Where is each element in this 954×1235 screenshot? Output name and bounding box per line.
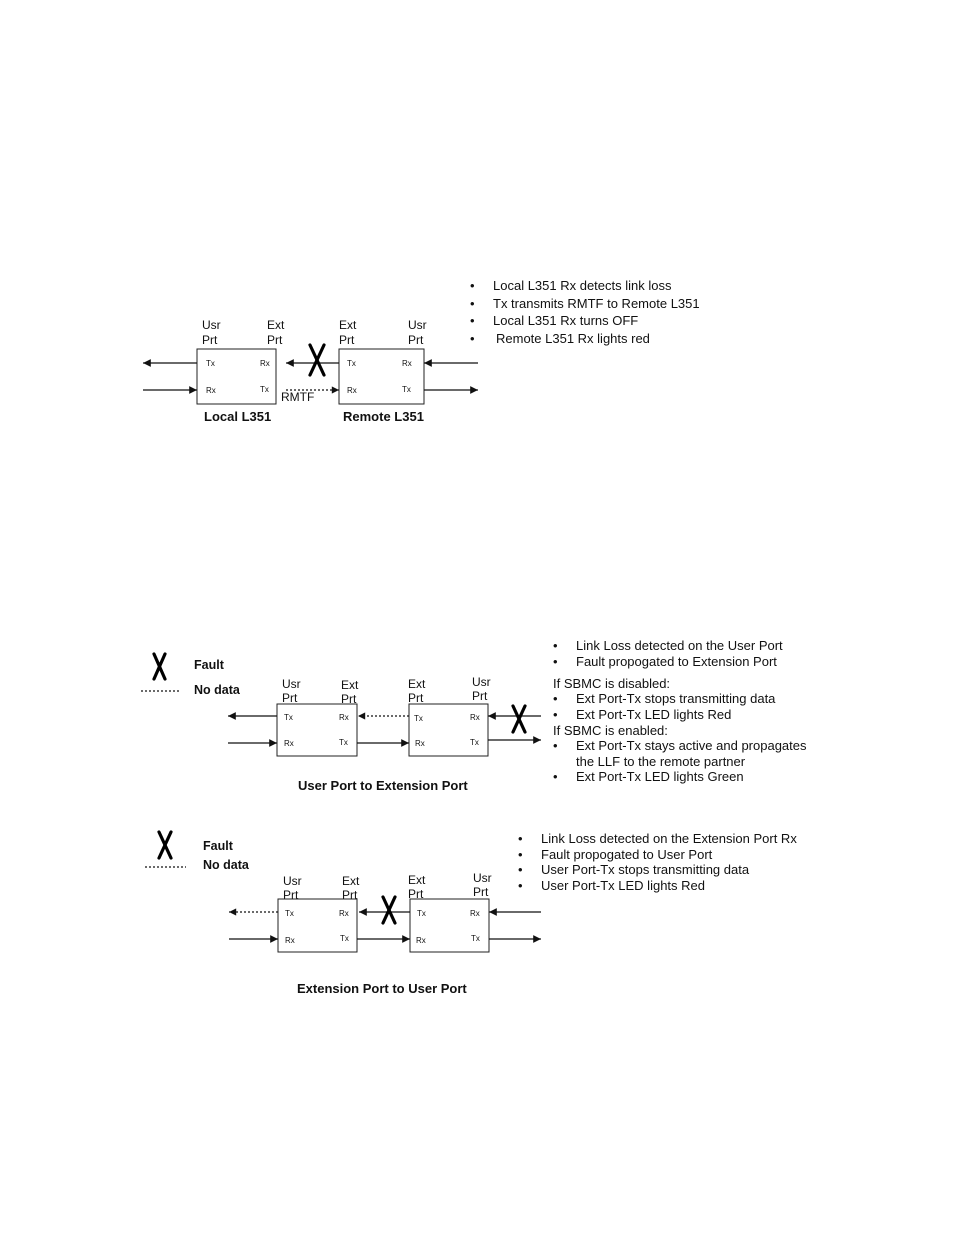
d3-right-ext-1: Ext <box>408 873 426 887</box>
d2-right-usr-1: Usr <box>472 675 491 689</box>
remote-rx2-label: Rx <box>402 359 412 368</box>
remote-usr-label-2: Prt <box>408 333 424 347</box>
d3-left-tx: Tx <box>285 909 294 918</box>
remote-ext-label-2: Prt <box>339 333 355 347</box>
remote-tx2-label: Tx <box>402 385 411 394</box>
diagram1-note: Tx transmits RMTF to Remote L351 <box>467 295 767 313</box>
d2-right-ext-1: Ext <box>408 677 426 691</box>
diagram3-note: Fault propogated to User Port <box>515 847 825 863</box>
d3-left-ext-1: Ext <box>342 874 360 888</box>
diagram3-note: Link Loss detected on the Extension Port… <box>515 831 825 847</box>
d2-left-tx2: Tx <box>339 738 348 747</box>
legend2-nodata-label: No data <box>203 858 250 872</box>
local-tx2-label: Tx <box>260 385 269 394</box>
d2-right-tx2: Tx <box>470 738 479 747</box>
diagram2-notes-top: Link Loss detected on the User Port Faul… <box>550 638 830 669</box>
d3-right-usr-2: Prt <box>473 885 489 899</box>
local-ext-label-2: Prt <box>267 333 283 347</box>
diagram-extension-to-user: Usr Prt Ext Prt Ext Prt Usr Prt Tx Rx Rx… <box>229 871 541 996</box>
d3-left-usr-1: Usr <box>283 874 302 888</box>
diagram3-notes: Link Loss detected on the Extension Port… <box>515 831 825 893</box>
d3-right-tx: Tx <box>417 909 426 918</box>
diagram1-note: Local L351 Rx turns OFF <box>467 312 767 330</box>
d3-right-tx2: Tx <box>471 934 480 943</box>
legend-fault-label: Fault <box>194 658 225 672</box>
diagram2-notes-disabled: Ext Port-Tx stops transmitting data Ext … <box>550 691 830 722</box>
d2-left-rx: Rx <box>284 739 294 748</box>
diagram2-note: Fault propogated to Extension Port <box>550 654 830 670</box>
legend2-fault-label: Fault <box>203 839 234 853</box>
d2-extension-port-box <box>408 703 489 757</box>
d2-right-ext-2: Prt <box>408 691 424 705</box>
d2-left-usr-2: Prt <box>282 691 298 705</box>
diagram2-note: Ext Port-Tx LED lights Red <box>550 707 830 723</box>
fault-x-icon <box>381 895 397 925</box>
d2-right-tx: Tx <box>414 714 423 723</box>
diagram3-note: User Port-Tx LED lights Red <box>515 878 825 894</box>
d3-left-tx2: Tx <box>340 934 349 943</box>
d2-left-usr-1: Usr <box>282 677 301 691</box>
diagram-local-remote: Usr Prt Ext Prt Ext Prt Usr Prt Tx Rx Rx… <box>143 318 478 424</box>
diagram1-notes: Local L351 Rx detects link loss Tx trans… <box>467 277 767 347</box>
local-l351-caption: Local L351 <box>204 409 271 424</box>
remote-ext-label-1: Ext <box>339 318 357 332</box>
diagram2-note: Ext Port-Tx LED lights Green <box>550 769 820 785</box>
d3-left-rx: Rx <box>285 936 295 945</box>
d3-user-port-box <box>277 898 358 953</box>
diagram1-note: Remote L351 Rx lights red <box>467 330 767 348</box>
d2-left-tx: Tx <box>284 713 293 722</box>
local-usr-label-1: Usr <box>202 318 221 332</box>
remote-tx-label: Tx <box>347 359 356 368</box>
legend-bottom: Fault No data <box>145 830 250 872</box>
d2-left-ext-2: Prt <box>341 692 357 706</box>
d3-extension-port-box <box>409 898 490 953</box>
fault-x-icon <box>308 343 326 377</box>
local-l351-box <box>196 348 277 405</box>
remote-l351-box <box>338 348 425 405</box>
local-tx-label: Tx <box>206 359 215 368</box>
d2-caption: User Port to Extension Port <box>298 778 468 793</box>
d3-left-rx2: Rx <box>339 909 349 918</box>
d2-right-usr-2: Prt <box>472 689 488 703</box>
d2-right-rx2: Rx <box>470 713 480 722</box>
d2-user-port-box <box>276 703 358 757</box>
legend-nodata-label: No data <box>194 683 241 697</box>
d3-right-ext-2: Prt <box>408 887 424 901</box>
diagram2-note: Link Loss detected on the User Port <box>550 638 830 654</box>
diagram-user-to-extension: Usr Prt Ext Prt Ext Prt Usr Prt Tx Rx Rx… <box>228 675 541 793</box>
local-rx-label: Rx <box>206 386 216 395</box>
rmtf-label: RMTF <box>281 390 314 404</box>
local-rx2-label: Rx <box>260 359 270 368</box>
fault-x-icon <box>511 704 527 734</box>
remote-rx-label: Rx <box>347 386 357 395</box>
d2-right-rx: Rx <box>415 739 425 748</box>
d3-right-rx: Rx <box>416 936 426 945</box>
d3-caption: Extension Port to User Port <box>297 981 467 996</box>
diagram3-note: User Port-Tx stops transmitting data <box>515 862 825 878</box>
local-ext-label-1: Ext <box>267 318 285 332</box>
fault-x-icon <box>152 652 167 681</box>
diagram2-note: Ext Port-Tx stops transmitting data <box>550 691 830 707</box>
d2-left-rx2: Rx <box>339 713 349 722</box>
d2-left-ext-1: Ext <box>341 678 359 692</box>
diagram2-notes-enabled: Ext Port-Tx stays active and propagates … <box>550 738 820 785</box>
d3-right-usr-1: Usr <box>473 871 492 885</box>
sbmc-disabled-heading: If SBMC is disabled: <box>553 676 671 691</box>
diagram2-note: Ext Port-Tx stays active and propagates … <box>550 738 820 769</box>
remote-l351-caption: Remote L351 <box>343 409 424 424</box>
legend-top: Fault No data <box>141 652 241 697</box>
fault-x-icon <box>157 830 173 860</box>
local-usr-label-2: Prt <box>202 333 218 347</box>
sbmc-enabled-heading: If SBMC is enabled: <box>553 723 668 738</box>
remote-usr-label-1: Usr <box>408 318 427 332</box>
d3-right-rx2: Rx <box>470 909 480 918</box>
diagram1-note: Local L351 Rx detects link loss <box>467 277 767 295</box>
